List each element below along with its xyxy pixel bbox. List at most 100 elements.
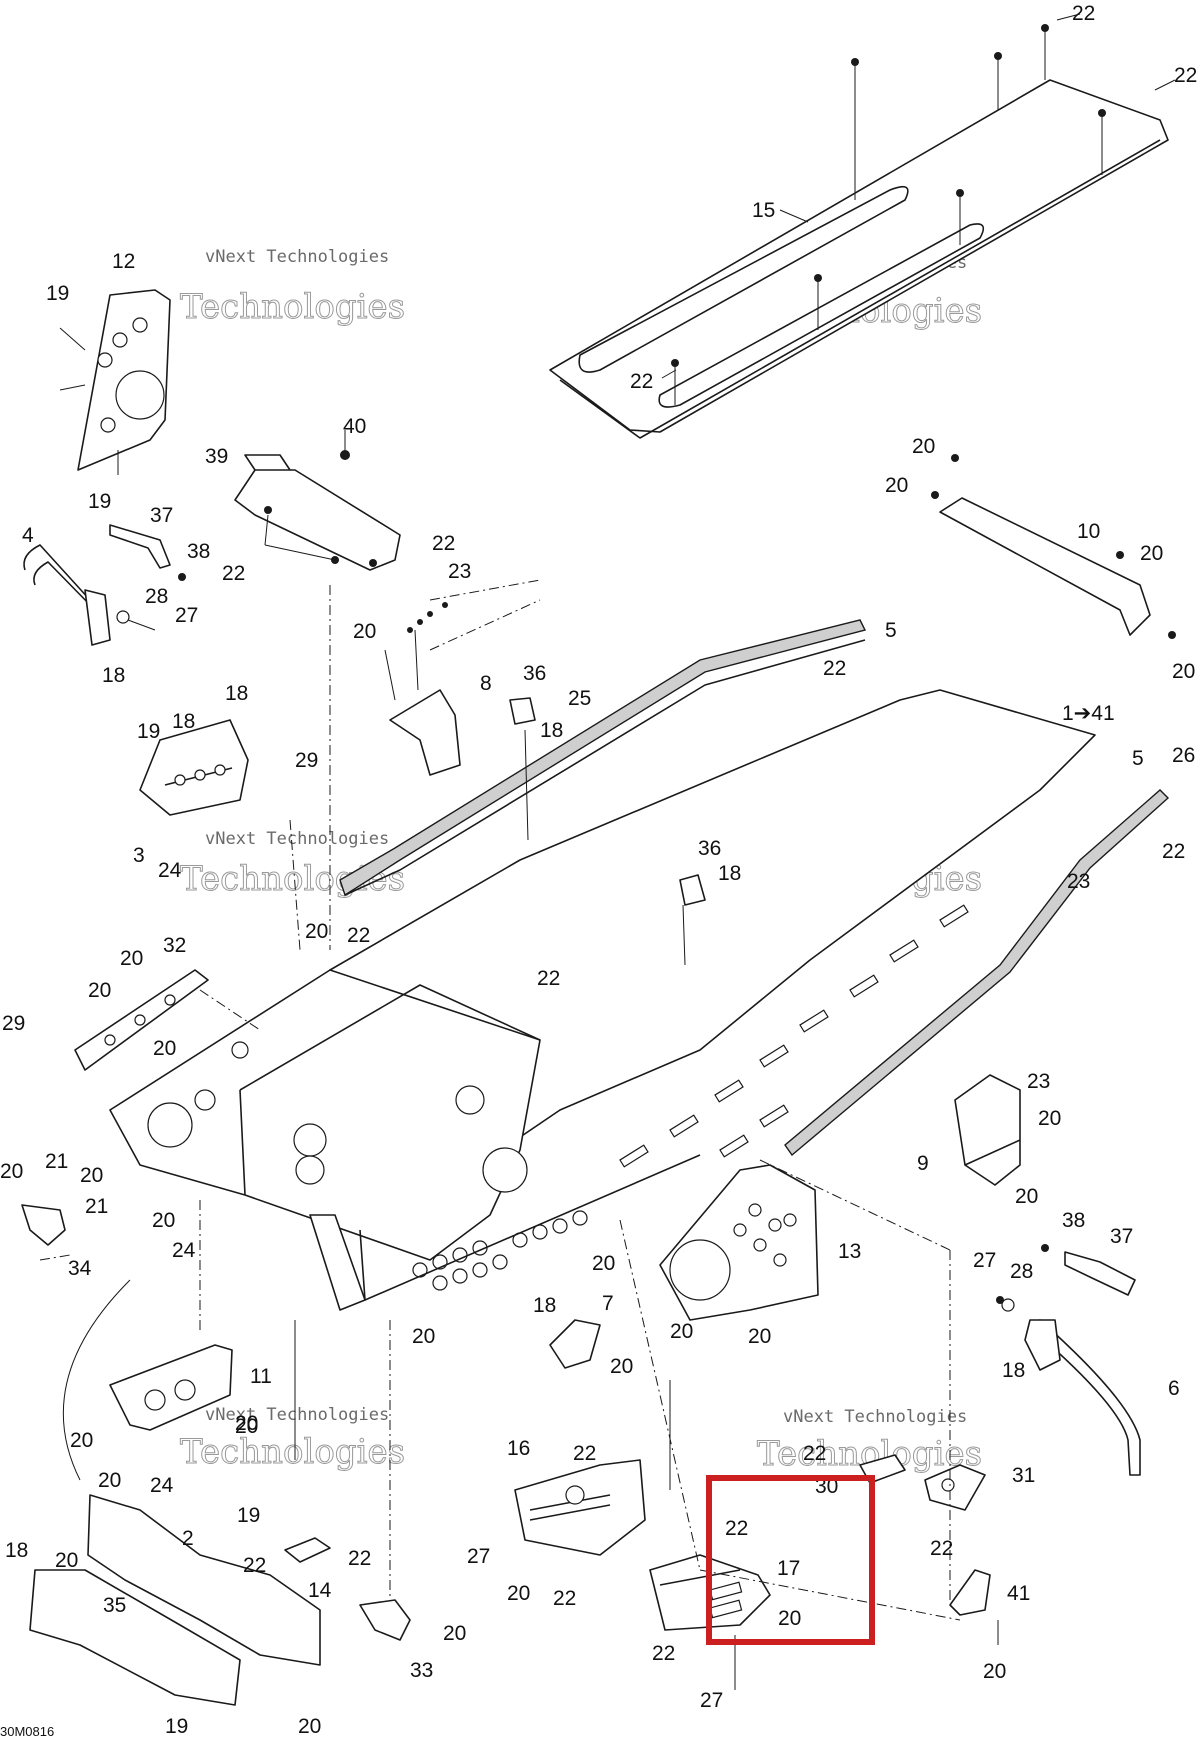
- callout-20: 20: [1015, 1185, 1038, 1208]
- callout-22: 22: [930, 1537, 953, 1560]
- callout-18: 18: [225, 682, 248, 705]
- callout-19: 19: [165, 1715, 188, 1738]
- callout-25: 25: [568, 687, 591, 710]
- callout-20: 20: [55, 1549, 78, 1572]
- callout-35: 35: [103, 1594, 126, 1617]
- figure-code: 30M0816: [0, 1724, 54, 1739]
- callout-20: 20: [670, 1320, 693, 1343]
- callout-20: 20: [353, 620, 376, 643]
- callout-21: 21: [85, 1195, 108, 1218]
- callout-20: 20: [912, 435, 935, 458]
- callout-20: 20: [885, 474, 908, 497]
- callout-19: 19: [137, 720, 160, 743]
- chassis-tunnel: [109, 689, 1096, 1311]
- callout-10: 10: [1077, 520, 1100, 543]
- callout-29: 29: [295, 749, 318, 772]
- callout-20: 20: [153, 1037, 176, 1060]
- part-26-rail: [784, 789, 1170, 1157]
- part-25-rail: [339, 619, 867, 897]
- callout-20: 20: [70, 1429, 93, 1452]
- watermark-text: vNext Technologies: [205, 829, 389, 849]
- callout-20: 20: [0, 1160, 23, 1183]
- callout-38: 38: [187, 540, 210, 563]
- callout-20: 20: [298, 1715, 321, 1738]
- callout-22: 22: [1174, 64, 1197, 87]
- callout-12: 12: [112, 250, 135, 273]
- callout-7: 7: [602, 1292, 614, 1315]
- callout-27: 27: [175, 604, 198, 627]
- part-8-bracket: [384, 579, 541, 776]
- part-10-plate: [931, 454, 1176, 639]
- callout-17: 17: [777, 1557, 800, 1580]
- part-2-skid: [87, 1494, 321, 1666]
- callout-20: 20: [592, 1252, 615, 1275]
- callout-19: 19: [46, 282, 69, 305]
- callout-22: 22: [1162, 840, 1185, 863]
- part-31-bracket: [924, 1464, 986, 1511]
- callout-19: 19: [237, 1504, 260, 1527]
- callout-34: 34: [68, 1257, 92, 1280]
- callout-22: 22: [725, 1517, 748, 1540]
- callout-1-41: 1➔41: [1062, 702, 1115, 725]
- callout-20: 20: [983, 1660, 1006, 1683]
- callout-16: 16: [507, 1437, 530, 1460]
- callout-9: 9: [917, 1152, 929, 1175]
- part-12-bracket: [59, 289, 171, 475]
- callout-22: 22: [823, 657, 846, 680]
- callout-41: 41: [1007, 1582, 1030, 1605]
- callout-20: 20: [610, 1355, 633, 1378]
- part-7-bracket: [549, 1319, 601, 1369]
- callout-24: 24: [172, 1239, 196, 1262]
- watermark-text: vNext Technologies: [783, 1407, 967, 1427]
- callout-20: 20: [88, 979, 111, 1002]
- part-13-plate: [659, 1164, 819, 1321]
- callout-5: 5: [1132, 747, 1144, 770]
- callout-33: 33: [410, 1659, 433, 1682]
- callout-20: 20: [235, 1415, 258, 1438]
- callout-2: 2: [182, 1527, 194, 1550]
- part-41-bracket: [949, 1569, 999, 1645]
- callout-37: 37: [150, 504, 173, 527]
- callout-20: 20: [98, 1469, 121, 1492]
- callout-20: 20: [152, 1209, 175, 1232]
- part-34-clip: [21, 1204, 66, 1246]
- callout-20: 20: [235, 1412, 258, 1435]
- callout-20: 20: [412, 1325, 435, 1348]
- callout-13: 13: [838, 1240, 861, 1263]
- callout-18: 18: [718, 862, 741, 885]
- part-11-plate: [109, 1344, 233, 1431]
- callout-37: 37: [1110, 1225, 1133, 1248]
- callout-27: 27: [700, 1689, 723, 1712]
- callout-28: 28: [1010, 1260, 1033, 1283]
- part-9-bracket: [954, 1074, 1021, 1186]
- callout-4: 4: [22, 524, 34, 547]
- callout-20: 20: [778, 1607, 801, 1630]
- callout-22: 22: [243, 1554, 266, 1577]
- callout-26: 26: [1172, 744, 1195, 767]
- callout-23: 23: [1067, 870, 1090, 893]
- callout-22: 22: [348, 1547, 371, 1570]
- callout-24: 24: [158, 859, 182, 882]
- callout-22: 22: [573, 1442, 596, 1465]
- callout-21: 21: [45, 1150, 68, 1173]
- callout-22: 22: [630, 370, 653, 393]
- part-36-clip-b: [679, 874, 706, 966]
- part-4-handle-left: [23, 524, 186, 646]
- callout-38: 38: [1062, 1209, 1085, 1232]
- deck-slots: [619, 904, 969, 1168]
- part-6-handle-right: [996, 1244, 1141, 1476]
- callout-22: 22: [537, 967, 560, 990]
- callout-6: 6: [1168, 1377, 1180, 1400]
- part-32-bracket: [74, 969, 261, 1071]
- highlight-box: [706, 1475, 875, 1645]
- callout-29: 29: [2, 1012, 25, 1035]
- callout-8: 8: [480, 672, 492, 695]
- watermark-text: Technologies: [180, 1432, 405, 1472]
- callout-31: 31: [1012, 1464, 1035, 1487]
- callout-20: 20: [305, 920, 328, 943]
- callout-5: 5: [885, 619, 897, 642]
- callout-19: 19: [88, 490, 111, 513]
- callout-20: 20: [1172, 660, 1195, 683]
- callout-39: 39: [205, 445, 228, 468]
